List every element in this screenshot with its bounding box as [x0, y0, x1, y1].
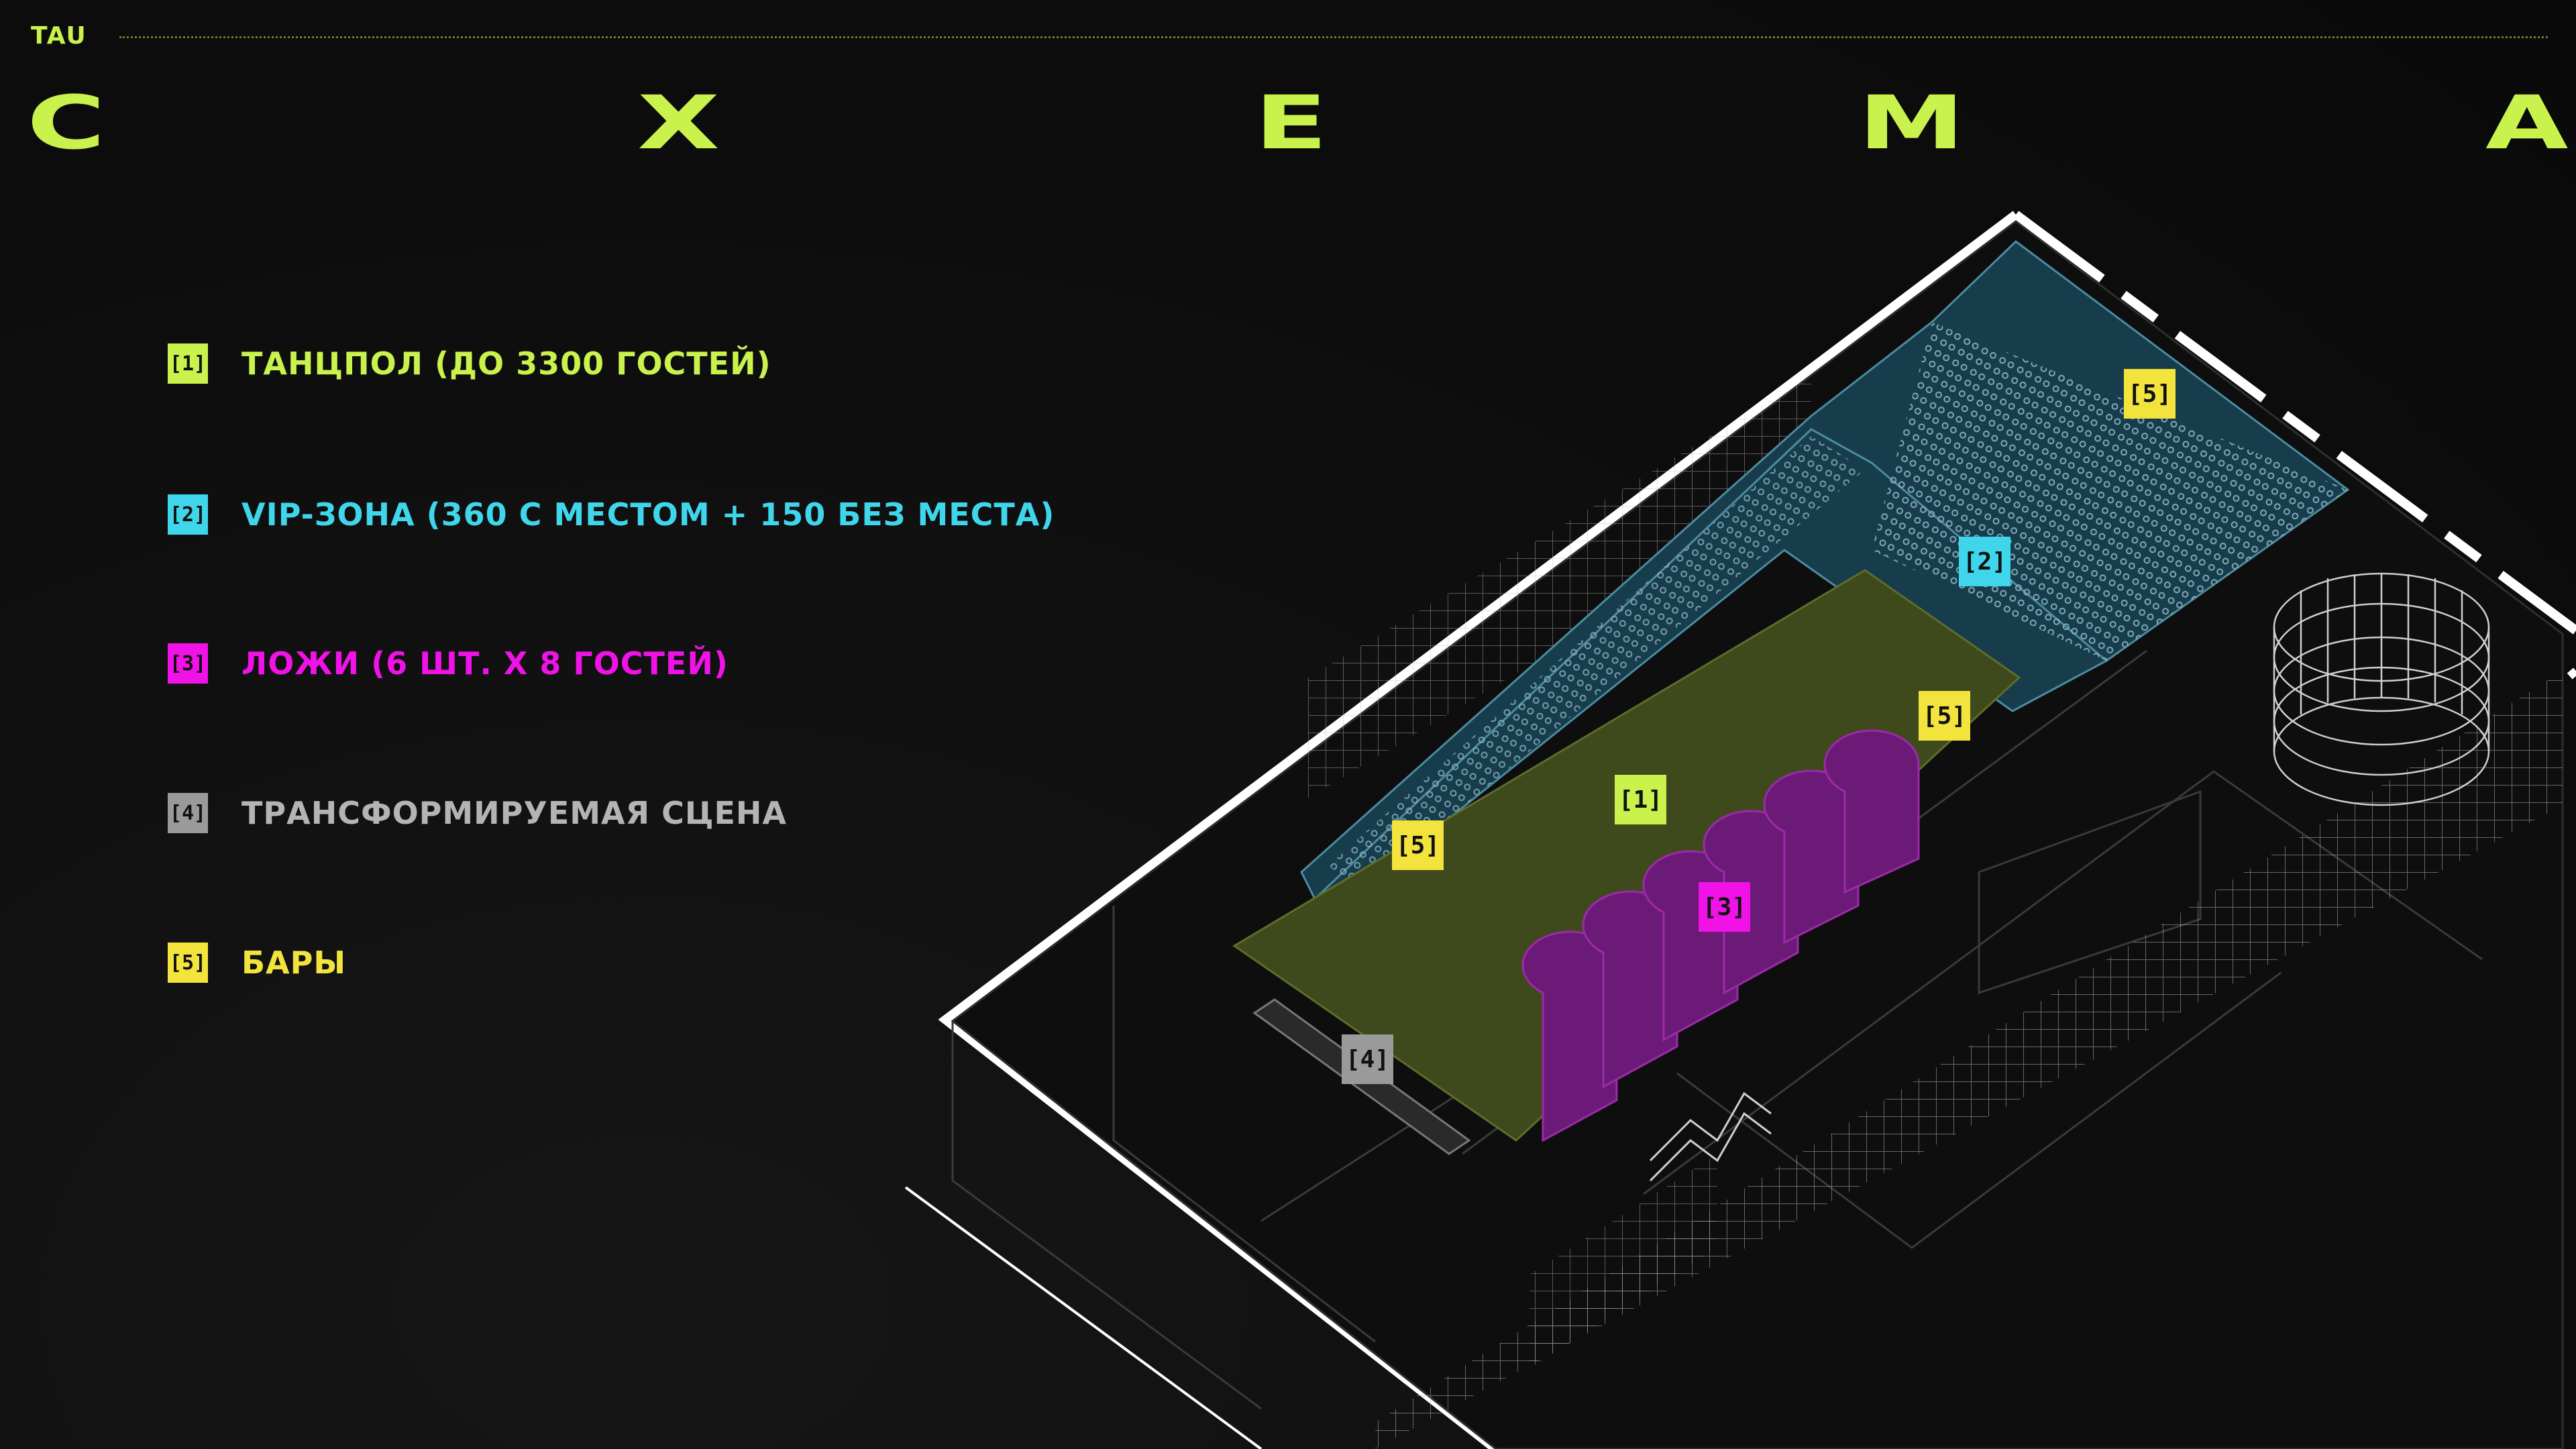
title-letter: С: [27, 80, 106, 166]
title-letter: Е: [1254, 80, 1328, 166]
title-letter: М: [1858, 80, 1965, 166]
staircase: [1649, 1091, 1772, 1182]
legend-item-lodges: [3] ЛОЖИ (6 ШТ. Х 8 ГОСТЕЙ): [168, 642, 729, 685]
grid-tower: [2273, 572, 2490, 806]
map-tag-lodges: [3]: [1699, 882, 1751, 932]
legend-badge: [1]: [168, 343, 208, 384]
map-tag-dancefloor: [1]: [1615, 775, 1667, 824]
legend-item-stage: [4] ТРАНСФОРМИРУЕМАЯ СЦЕНА: [168, 792, 787, 835]
logo: TAU: [31, 22, 87, 50]
legend-label: ТАНЦПОЛ (ДО 3300 ГОСТЕЙ): [241, 345, 771, 382]
dancefloor-zone: [1232, 569, 2021, 1142]
map-tag-bar: [5]: [2124, 369, 2176, 419]
legend-badge: [4]: [168, 793, 208, 833]
legend-badge: [3]: [168, 643, 208, 684]
map-tag-stage: [4]: [1342, 1034, 1394, 1084]
legend-label: БАРЫ: [241, 945, 347, 981]
legend-badge: [2]: [168, 494, 208, 535]
legend-item-dancefloor: [1] ТАНЦПОЛ (ДО 3300 ГОСТЕЙ): [168, 342, 771, 385]
title-letter: Х: [637, 80, 720, 166]
legend-item-vip: [2] VIP-ЗОНА (360 С МЕСТОМ + 150 БЕЗ МЕС…: [168, 493, 1055, 536]
legend-label: ТРАНСФОРМИРУЕМАЯ СЦЕНА: [241, 795, 788, 831]
legend-label: VIP-ЗОНА (360 С МЕСТОМ + 150 БЕЗ МЕСТА): [241, 496, 1055, 533]
map-tag-bar: [5]: [1392, 820, 1444, 870]
facade-windows: [1308, 376, 2563, 1449]
legend-badge: [5]: [168, 943, 208, 983]
map-tag-vip: [2]: [1959, 537, 2011, 586]
title-letter: А: [2485, 80, 2569, 166]
legend-label: ЛОЖИ (6 ШТ. Х 8 ГОСТЕЙ): [241, 645, 729, 682]
top-divider: [119, 36, 2548, 38]
map-tag-bar: [5]: [1919, 691, 1971, 741]
legend-item-bars: [5] БАРЫ: [168, 941, 346, 984]
